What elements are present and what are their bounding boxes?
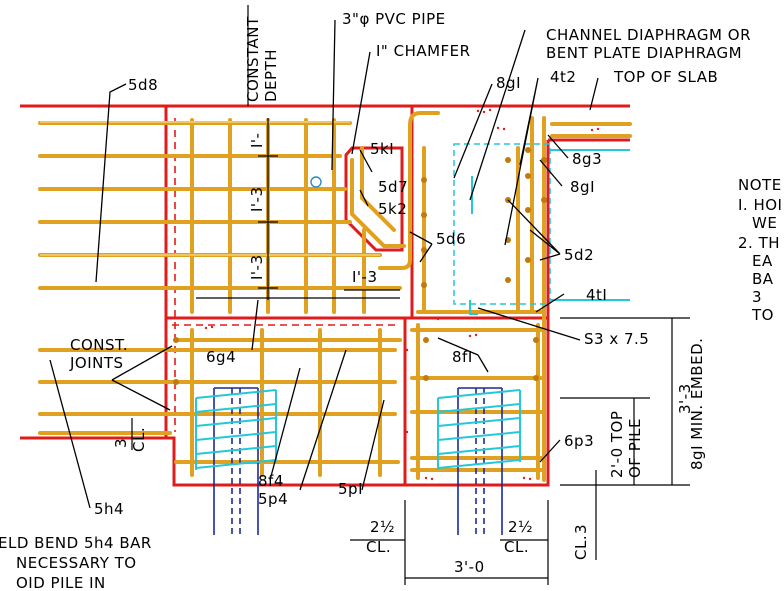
leader-lines [49, 5, 690, 585]
cl-mid-num: 2½ [370, 518, 395, 536]
bar-5d2-label: 5d2 [564, 246, 594, 264]
channel-diaphragm [453, 143, 630, 315]
bar-8g1-mid-label: 8gI [570, 178, 595, 196]
notes-line-2: WE [752, 214, 777, 232]
top-of-pile-label-1: 2'-0 TOP [608, 411, 626, 478]
bar-5p1-label: 5pI [338, 480, 363, 498]
pvc-pipe-icon [310, 176, 322, 188]
cl-right-txt: CL. [504, 538, 529, 556]
dim-1-3-b-label: I'-3 [248, 254, 266, 280]
channel-diaphragm-label-1: CHANNEL DIAPHRAGM OR [546, 26, 751, 44]
notes-line-1: I. HOI [738, 196, 782, 214]
labels: CONSTANT DEPTH 3"φ PVC PIPE I" CHAMFER C… [69, 10, 751, 576]
bar-5d6-label: 5d6 [436, 230, 466, 248]
top-of-pile-label-2: OF PILE [626, 418, 644, 478]
concrete-stipple [204, 108, 600, 481]
field-note-line-3: OID PILE IN [16, 574, 106, 591]
field-note-line-2: NECESSARY TO [16, 554, 137, 572]
rebar-set [38, 111, 632, 482]
pvc-pipe-label: 3"φ PVC PIPE [342, 10, 446, 28]
cl-left-num: 3 [112, 438, 130, 448]
bar-5k2-label: 5k2 [378, 200, 407, 218]
bar-5d8-label: 5d8 [128, 76, 158, 94]
bar-6g4-label: 6g4 [206, 348, 236, 366]
dim-3-3-label: 3'-3 [676, 383, 694, 414]
bar-8g3-label: 8g3 [572, 150, 602, 168]
dim-3-0-label: 3'-0 [454, 558, 485, 576]
notes-block: NOTE I. HOI WE 2. TH EA BA 3 TO [738, 176, 782, 324]
bar-5h4-label: 5h4 [94, 500, 124, 518]
chamfer-label: I" CHAMFER [376, 42, 471, 60]
dim-1-3-c-label: I'-3 [352, 268, 378, 286]
notes-line-5: BA [752, 270, 774, 288]
bar-6p3-label: 6p3 [564, 432, 594, 450]
bar-8f1-label: 8fI [452, 348, 473, 366]
constant-label: CONSTANT [244, 16, 262, 102]
bar-5p4-label: 5p4 [258, 490, 288, 508]
bar-4t2-label: 4t2 [550, 68, 576, 86]
notes-line-3: 2. TH [738, 234, 780, 252]
dim-1-3-a-label: I'-3 [248, 186, 266, 212]
cl-far-txt: CL. [572, 535, 590, 560]
dim-1-top-label: I'- [248, 133, 266, 148]
bar-5k1-label: 5kI [370, 140, 394, 158]
cl-far-num: 3 [572, 524, 590, 534]
top-of-slab-label: TOP OF SLAB [613, 68, 718, 86]
field-note-line-1: ELD BEND 5h4 BAR [0, 534, 152, 552]
cl-right-num: 2½ [508, 518, 533, 536]
piles [195, 387, 521, 535]
notes-line-6: 3 [752, 288, 762, 306]
bar-8g1-top-label: 8gI [496, 74, 521, 92]
bar-4t1-label: 4tI [586, 286, 607, 304]
cl-mid-txt: CL. [366, 538, 391, 556]
field-bend-note: ELD BEND 5h4 BAR NECESSARY TO OID PILE I… [0, 534, 152, 591]
notes-line-7: TO [751, 306, 774, 324]
channel-diaphragm-label-2: BENT PLATE DIAPHRAGM [546, 44, 742, 62]
const-joints-label-2: JOINTS [69, 354, 124, 372]
bar-5d7-label: 5d7 [378, 178, 408, 196]
notes-title: NOTE [738, 176, 782, 194]
min-embed-label: 8gI MIN. EMBED. [688, 338, 706, 470]
depth-label: DEPTH [262, 49, 280, 102]
cl-left-txt: CL. [130, 427, 148, 452]
s3-label: S3 x 7.5 [584, 330, 649, 348]
bar-8f4-label: 8f4 [258, 472, 284, 490]
notes-line-4: EA [752, 252, 773, 270]
const-joints-label-1: CONST. [70, 336, 128, 354]
